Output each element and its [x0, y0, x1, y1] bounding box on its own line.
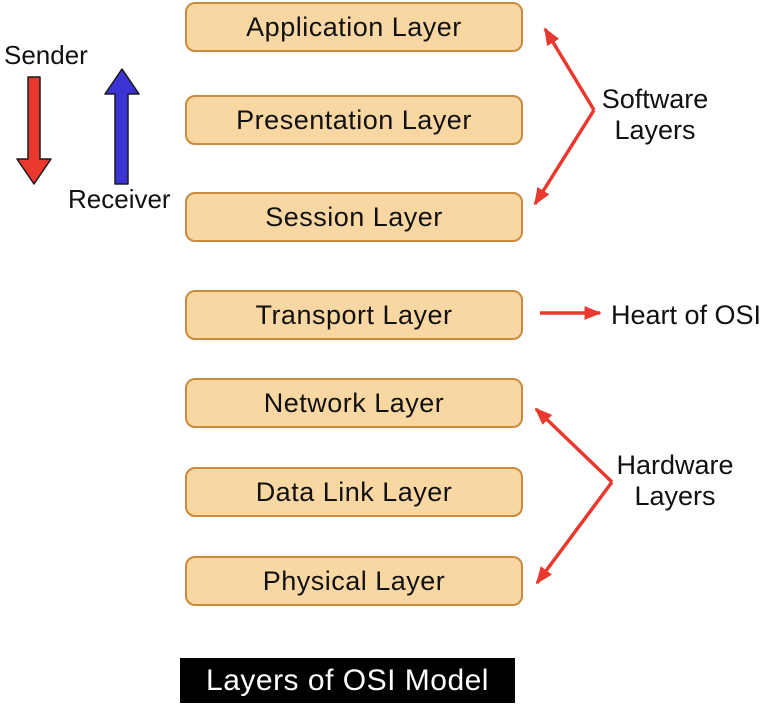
layer-box-physical: Physical Layer	[185, 556, 523, 606]
hardware-layers-annotation: Hardware Layers	[600, 450, 750, 512]
layer-label: Application Layer	[246, 11, 462, 42]
software-layers-annotation: Software Layers	[580, 84, 730, 146]
hardware-layers-line1: Hardware	[616, 450, 734, 480]
receiver-up-arrow	[104, 68, 140, 185]
layer-box-session: Session Layer	[185, 192, 523, 242]
hardware-layers-line2: Layers	[634, 481, 716, 511]
heart-of-osi-annotation: Heart of OSI	[611, 300, 762, 330]
layer-box-presentation: Presentation Layer	[185, 95, 523, 145]
software-layers-line1: Software	[601, 84, 709, 114]
layer-label: Presentation Layer	[236, 104, 472, 135]
sender-down-arrow	[16, 76, 52, 185]
layer-box-application: Application Layer	[185, 2, 523, 52]
software-layers-line2: Layers	[614, 115, 696, 145]
layer-label: Network Layer	[263, 387, 445, 418]
receiver-label: Receiver	[68, 184, 171, 214]
layer-box-network: Network Layer	[185, 378, 523, 428]
layer-box-transport: Transport Layer	[185, 290, 523, 340]
layer-label: Transport Layer	[255, 299, 453, 330]
layer-box-datalink: Data Link Layer	[185, 467, 523, 517]
layer-label: Physical Layer	[262, 565, 446, 596]
diagram-title-bar: Layers of OSI Model	[180, 658, 515, 703]
diagram-title: Layers of OSI Model	[206, 663, 489, 697]
sender-label: Sender	[4, 40, 88, 70]
layer-label: Session Layer	[265, 201, 443, 232]
layer-label: Data Link Layer	[255, 476, 453, 507]
